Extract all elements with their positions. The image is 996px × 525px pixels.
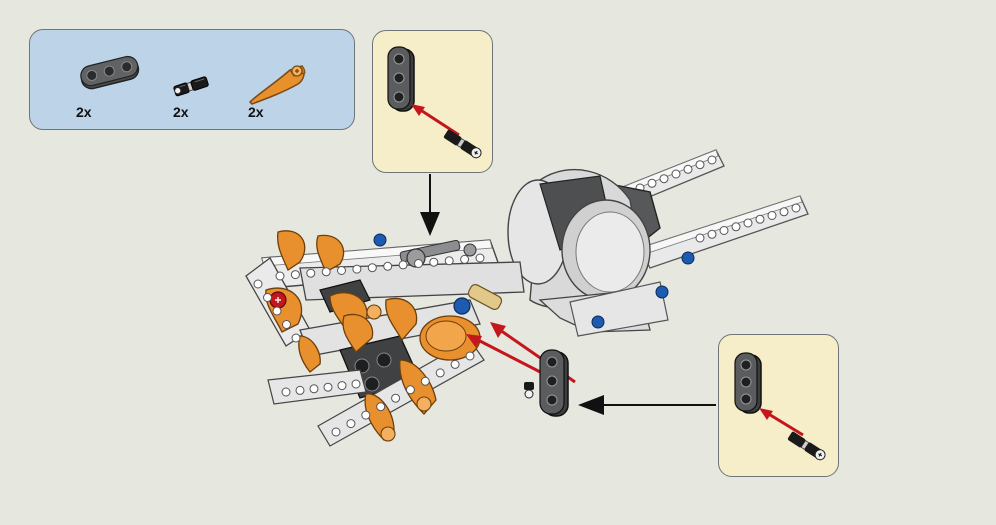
beam-hole: [460, 254, 470, 264]
beam-hole: [291, 333, 301, 343]
orange-gear-disk: [419, 315, 481, 361]
beam-hole: [263, 293, 272, 302]
beam-hole: [352, 264, 362, 274]
callout-pointer-arrow-right: [578, 395, 716, 415]
beam-hole: [671, 169, 681, 179]
axle-pin-icon: [524, 382, 534, 399]
beam-hole: [337, 381, 347, 391]
beam-hole: [429, 257, 439, 267]
red-insert-arrow: [466, 334, 549, 378]
beam-hole: [719, 226, 729, 235]
beam-3-module-icon: [734, 352, 762, 414]
beam-hole: [731, 222, 741, 232]
beam-hole: [695, 233, 705, 243]
beam-hole: [475, 253, 485, 263]
beam-hole: [779, 207, 789, 217]
beam-hole: [321, 267, 331, 277]
orange-panel: [316, 234, 345, 273]
beam-hole: [435, 368, 445, 378]
beam-hole: [323, 382, 333, 392]
beam-hole: [707, 229, 717, 239]
beam-hole: [295, 385, 305, 395]
orange-panel: [298, 335, 321, 373]
beam-hole: [405, 385, 415, 395]
beam-hole: [450, 359, 460, 369]
beam-hole: [309, 384, 319, 394]
beam-hole: [755, 214, 765, 224]
axle-pin-icon: [443, 129, 482, 159]
callout-pointer-arrow-top: [420, 174, 440, 236]
beam-hole: [791, 203, 801, 213]
beam-hole: [361, 410, 371, 420]
beam-hole: [290, 270, 300, 280]
parts-list-panel: 2x 2x 2x: [29, 29, 355, 130]
callout-pin-beam-right: [718, 334, 839, 477]
orange-panel: [342, 313, 374, 353]
motor-body: [507, 168, 661, 333]
beam-hole: [743, 218, 753, 228]
beam-3-module-icon: [387, 46, 415, 112]
beam-holes: [253, 253, 485, 437]
orange-pin-heads: [366, 304, 432, 442]
beam-hole: [331, 427, 341, 437]
red-insert-arrow: [411, 104, 460, 137]
beam-hole: [275, 271, 285, 281]
beam-3-module-icon: [80, 55, 140, 90]
beam-hole: [659, 174, 669, 184]
beam-hole: [376, 402, 386, 412]
beam-hole: [346, 419, 356, 429]
callout-assembly-illustration: [734, 352, 826, 461]
orange-panel: [276, 230, 306, 271]
beam-hole: [351, 379, 361, 389]
beam-hole: [683, 164, 693, 174]
beam-hole: [272, 306, 282, 316]
beam-hole: [444, 256, 454, 266]
beam-hole: [465, 351, 475, 361]
beam-hole: [306, 268, 316, 278]
callout-assembly-illustration: [387, 46, 482, 159]
beam-hole: [398, 260, 408, 270]
callout-pin-beam-top: [372, 30, 493, 173]
red-pin-icon: [269, 291, 287, 309]
beam-hole: [383, 261, 393, 271]
blue-pin-icon: [373, 233, 695, 329]
beam-hole: [414, 259, 423, 268]
beam-hole: [253, 279, 263, 289]
beam-hole: [281, 387, 291, 397]
beam-hole: [391, 393, 401, 403]
quantity-label: 2x: [173, 104, 189, 120]
quantity-label: 2x: [76, 104, 92, 120]
curved-panel-icon: [248, 65, 306, 105]
beam-hole: [767, 211, 777, 220]
quantity-label: 2x: [248, 104, 264, 120]
beam-hole: [282, 320, 291, 329]
beam-hole: [367, 263, 377, 273]
tan-axle-icon: [467, 284, 503, 310]
beam-hole: [337, 266, 346, 275]
axle-pin-icon: [787, 431, 826, 461]
beam-3-module-icon: [539, 349, 569, 417]
orange-panel: [385, 297, 418, 342]
beam-hole: [420, 376, 430, 386]
red-insert-arrow: [759, 408, 804, 437]
beam-hole: [707, 155, 717, 165]
beam-hole: [695, 160, 705, 170]
axle-pin-icon: [173, 76, 209, 97]
beam-hole: [647, 178, 657, 188]
